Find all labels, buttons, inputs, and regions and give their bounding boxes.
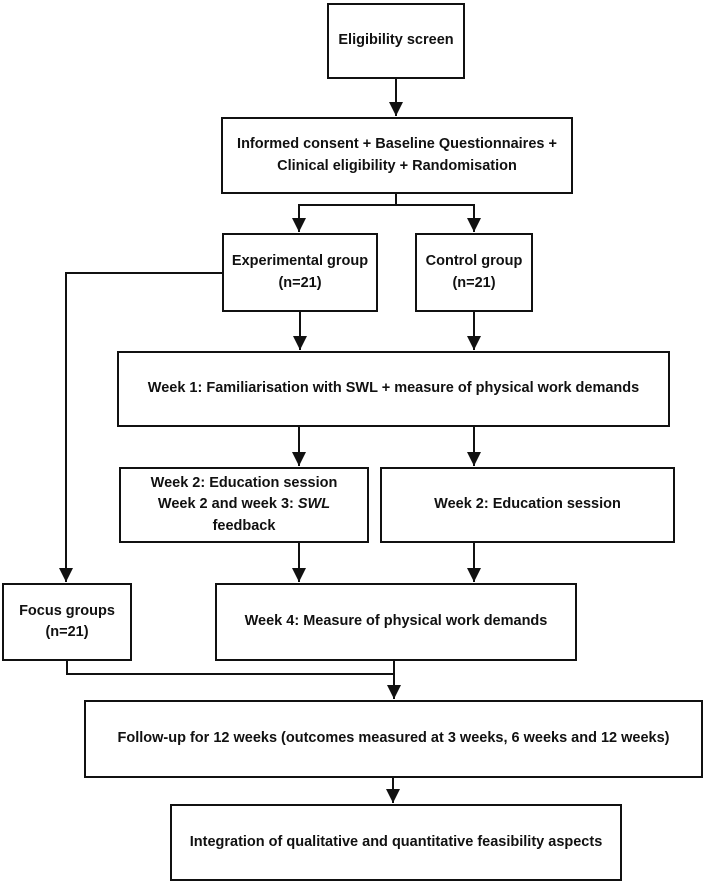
integration-box: Integration of qualitative and quantitat… [170,804,622,881]
control-group-box: Control group (n=21) [415,233,533,312]
week2-experimental-line2: Week 2 and week 3: SWL feedback [127,494,361,536]
control-group-label: Control group [425,253,523,270]
consent-line1: Informed consent + Baseline Questionnair… [237,136,557,153]
focus-groups-label: Focus groups [19,602,115,619]
week1-label: Week 1: Familiarisation with SWL + measu… [147,380,640,397]
week2-experimental-line2-post: feedback [212,517,276,534]
experimental-group-label: Experimental group [231,253,369,270]
eligibility-screen-box: Eligibility screen [327,3,465,79]
week1-familiarisation-box: Week 1: Familiarisation with SWL + measu… [117,351,670,427]
merge-focus-down-right [66,661,394,675]
experimental-group-n: (n=21) [278,274,322,291]
week2-experimental-line1: Week 2: Education session [150,475,338,492]
consent-line2: Clinical eligibility + Randomisation [277,157,517,174]
followup-label: Follow-up for 12 weeks (outcomes measure… [117,730,670,747]
consent-randomisation-box: Informed consent + Baseline Questionnair… [221,117,573,194]
focus-groups-box: Focus groups (n=21) [2,583,132,661]
week2-control-label: Week 2: Education session [434,496,621,513]
week4-measure-box: Week 4: Measure of physical work demands [215,583,577,661]
week2-experimental-swl-italic: SWL [297,496,331,513]
week2-experimental-box: Week 2: Education session Week 2 and wee… [119,467,369,543]
focus-groups-n: (n=21) [45,624,89,640]
eligibility-screen-label: Eligibility screen [338,32,454,49]
integration-label: Integration of qualitative and quantitat… [189,833,603,850]
week2-experimental-line2-pre: Week 2 and week 3: [157,496,298,513]
followup-box: Follow-up for 12 weeks (outcomes measure… [84,700,703,778]
week4-label: Week 4: Measure of physical work demands [244,613,548,630]
experimental-group-box: Experimental group (n=21) [222,233,378,312]
control-group-n: (n=21) [452,274,496,291]
week2-control-box: Week 2: Education session [380,467,675,543]
